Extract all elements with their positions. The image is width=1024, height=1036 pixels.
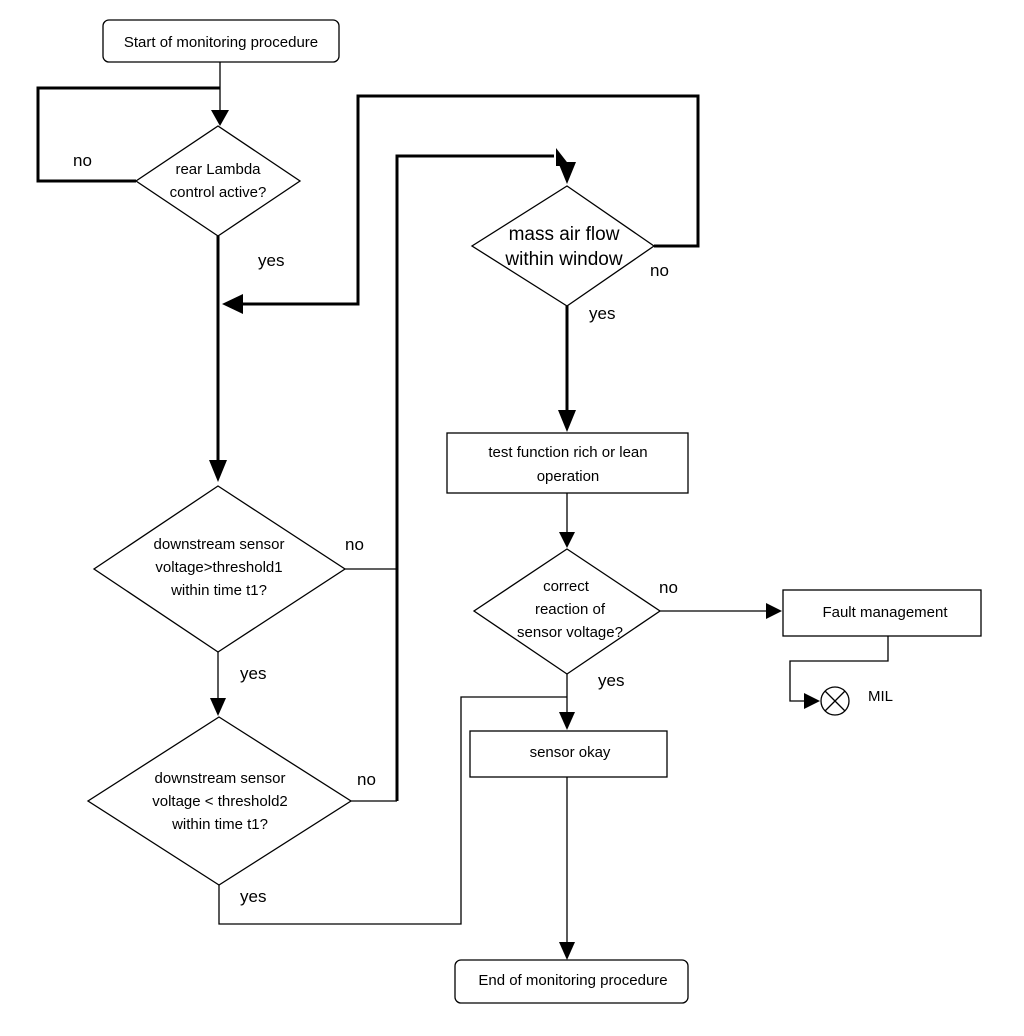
arrowhead: [559, 712, 575, 730]
node-test-function: test function rich or lean operation: [446, 432, 689, 494]
correct-reaction-line-3: sensor voltage?: [517, 624, 623, 641]
fault-management-label: Fault management: [822, 604, 948, 621]
node-sensor-okay: sensor okay: [469, 730, 668, 778]
arrowhead: [210, 698, 226, 716]
rear-lambda-line-1: rear Lambda: [175, 161, 261, 178]
mil-lamp: MIL: [820, 686, 893, 716]
mass-air-flow-yes-label: yes: [589, 304, 615, 323]
arrowhead: [804, 693, 820, 709]
threshold2-line-3: within time t1?: [171, 816, 268, 833]
threshold2-yes-label: yes: [240, 887, 266, 906]
mass-air-flow-line-2: within window: [504, 249, 622, 270]
arrowhead: [222, 294, 243, 314]
correct-reaction-yes-label: yes: [598, 671, 624, 690]
arrowhead: [556, 148, 570, 166]
correct-reaction-line-2: reaction of: [535, 601, 606, 618]
node-start-label: Start of monitoring procedure: [124, 34, 318, 51]
threshold1-line-1: downstream sensor: [154, 536, 285, 553]
correct-reaction-line-1: correct: [543, 578, 590, 595]
node-fault-management: Fault management: [782, 589, 982, 637]
branch-labels: no yes no yes no yes no yes no yes: [73, 151, 678, 906]
rear-lambda-no-label: no: [73, 151, 92, 170]
arrowhead: [559, 532, 575, 548]
threshold1-yes-label: yes: [240, 664, 266, 683]
node-mass-air-flow-decision: mass air flow within window: [470, 185, 656, 307]
arrowhead: [558, 162, 576, 184]
node-end: End of monitoring procedure: [454, 959, 689, 1004]
threshold1-no-label: no: [345, 535, 364, 554]
correct-reaction-no-label: no: [659, 578, 678, 597]
crossed-circle-icon: [820, 686, 850, 716]
node-start: Start of monitoring procedure: [102, 19, 340, 63]
node-threshold2-decision: downstream sensor voltage < threshold2 w…: [86, 716, 353, 886]
arrowhead: [558, 410, 576, 432]
arrowhead: [559, 942, 575, 960]
arrowhead: [766, 603, 782, 619]
node-rear-lambda-decision: rear Lambda control active?: [134, 125, 302, 237]
mass-air-flow-no-label: no: [650, 261, 669, 280]
threshold2-line-1: downstream sensor: [155, 770, 286, 787]
connector-rear-lambda-no-loop: [36, 86, 220, 183]
connector-no-to-mass-air-flow: [395, 154, 554, 801]
threshold1-line-3: within time t1?: [170, 582, 267, 599]
threshold2-line-2: voltage < threshold2: [152, 793, 288, 810]
rear-lambda-line-2: control active?: [170, 184, 267, 201]
sensor-okay-label: sensor okay: [530, 744, 611, 761]
node-end-label: End of monitoring procedure: [478, 972, 667, 989]
arrowhead: [211, 110, 229, 126]
node-threshold1-decision: downstream sensor voltage>threshold1 wit…: [92, 485, 347, 653]
arrowhead: [209, 460, 227, 482]
test-function-line-1: test function rich or lean: [488, 444, 647, 461]
mil-label: MIL: [868, 688, 893, 705]
connector-fault-to-mil: [789, 636, 889, 702]
test-function-line-2: operation: [537, 468, 600, 485]
mass-air-flow-line-1: mass air flow: [509, 224, 620, 245]
connector-threshold2-yes: [218, 696, 567, 925]
threshold1-line-2: voltage>threshold1: [155, 559, 282, 576]
node-correct-reaction-decision: correct reaction of sensor voltage?: [472, 548, 662, 675]
connectors: [36, 62, 889, 960]
connector-mass-air-flow-no: [238, 94, 700, 306]
rear-lambda-yes-label: yes: [258, 251, 284, 270]
threshold2-no-label: no: [357, 770, 376, 789]
